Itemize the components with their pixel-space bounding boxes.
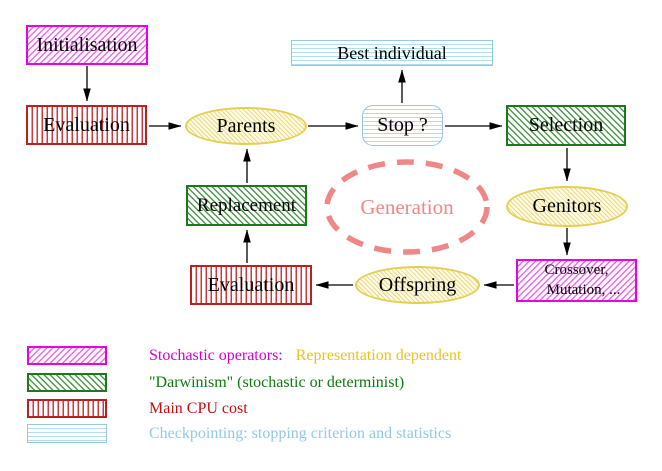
- legend-swatch-cyan-lines: [27, 424, 107, 443]
- legend-label-stochastic-operators: Stochastic operators:: [149, 346, 283, 364]
- node-genitors: Genitors: [506, 186, 628, 227]
- legend-swatch-red-lines: [27, 399, 107, 418]
- node-stop: Stop ?: [362, 105, 443, 146]
- legend-label-main-cpu-cost: Main CPU cost: [149, 399, 248, 417]
- node-best-individual: Best individual: [291, 40, 493, 66]
- node-offspring: Offspring: [355, 266, 480, 304]
- legend-swatch-green-hatch: [27, 373, 107, 392]
- legend-row-checkpointing: Checkpointing: stopping criterion and st…: [27, 424, 451, 443]
- legend-row-cpu-cost: Main CPU cost: [27, 399, 248, 418]
- node-crossover-mutation: Crossover, Mutation, ...: [516, 259, 637, 302]
- legend-row-stochastic: Stochastic operators: Representation depe…: [27, 346, 461, 365]
- legend-label-representation-dependent: Representation dependent: [295, 346, 462, 364]
- crossover-line1: Crossover,: [544, 262, 609, 278]
- node-evaluation-top: Evaluation: [26, 105, 147, 145]
- node-replacement: Replacement: [186, 185, 307, 226]
- node-parents: Parents: [185, 107, 307, 145]
- generation-dashed-ellipse: [324, 159, 490, 255]
- node-initialisation: Initialisation: [26, 25, 148, 65]
- legend-swatch-magenta-hatch: [27, 346, 107, 365]
- crossover-line2: Mutation, ...: [546, 281, 621, 298]
- generation-label: Generation: [360, 194, 454, 219]
- node-selection: Selection: [506, 105, 626, 146]
- legend-label-checkpointing: Checkpointing: stopping criterion and st…: [149, 424, 452, 442]
- legend-label-darwinism: "Darwinism" (stochastic or determinist): [149, 373, 405, 391]
- node-evaluation-bottom: Evaluation: [190, 265, 312, 305]
- legend-row-darwinism: "Darwinism" (stochastic or determinist): [27, 373, 404, 392]
